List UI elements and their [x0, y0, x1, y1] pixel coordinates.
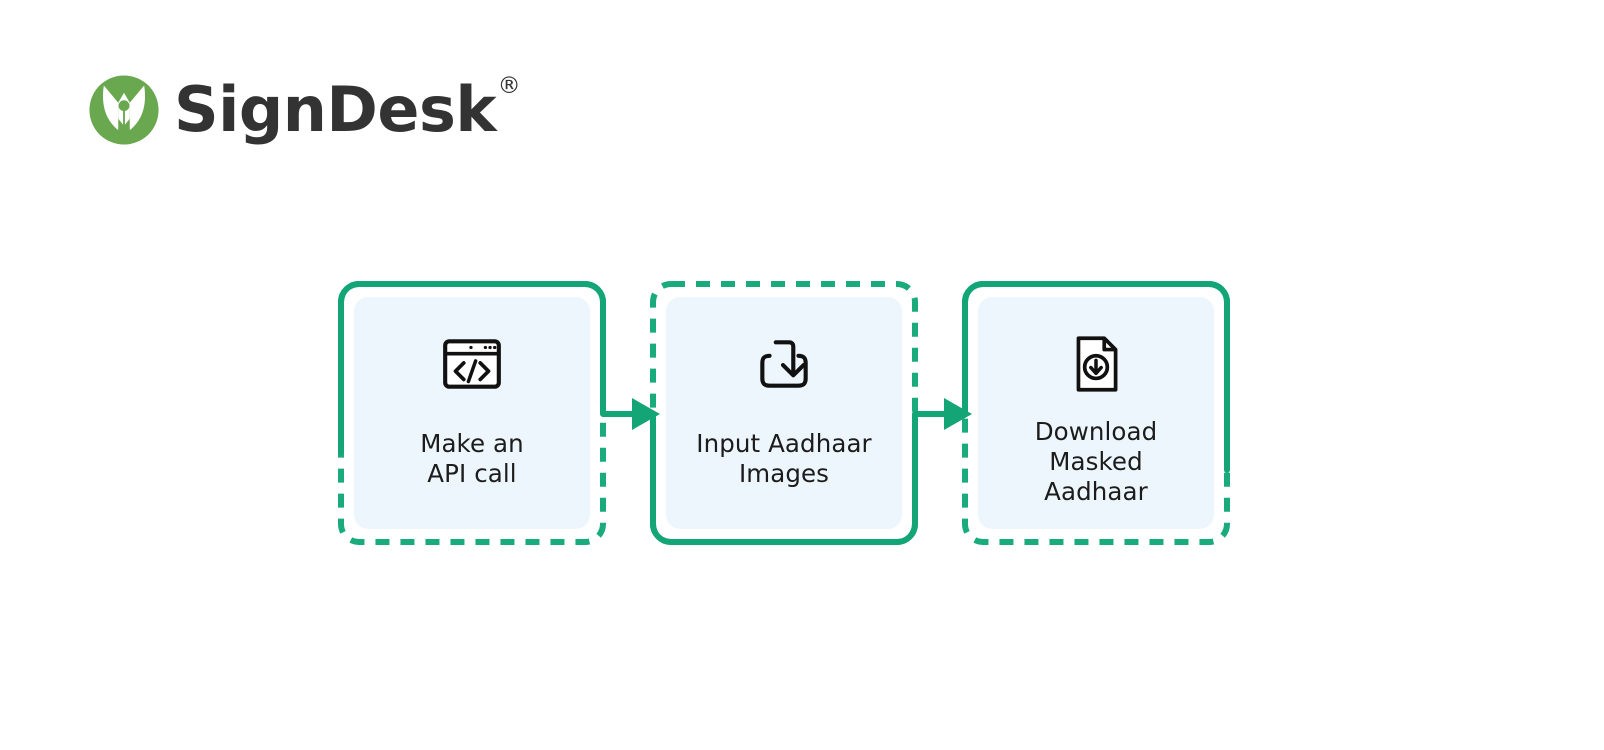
signdesk-logo-icon: [89, 75, 159, 145]
document-download-icon: [1076, 336, 1118, 392]
connector-1-2-arrow-right-icon: [632, 398, 660, 430]
flow-step-1-label: Make an API call: [420, 429, 524, 488]
download-tray-icon: [760, 340, 808, 388]
flow-step-card-2[interactable]: Input Aadhaar Images: [666, 297, 902, 529]
code-browser-window-icon: [443, 339, 501, 389]
connector-2-3-arrow-right-icon: [944, 398, 972, 430]
flow-step-card-1[interactable]: Make an API call: [354, 297, 590, 529]
flow-step-3-label: Download Masked Aadhaar: [1034, 417, 1158, 506]
brand-wordmark: SignDesk ®: [174, 75, 521, 141]
brand-logo: SignDesk ®: [88, 74, 521, 146]
brand-name: SignDesk: [174, 73, 497, 146]
registered-trademark-icon: ®: [497, 73, 521, 99]
flow-step-card-3[interactable]: Download Masked Aadhaar: [978, 297, 1214, 529]
flow-step-2-label: Input Aadhaar Images: [696, 429, 872, 488]
